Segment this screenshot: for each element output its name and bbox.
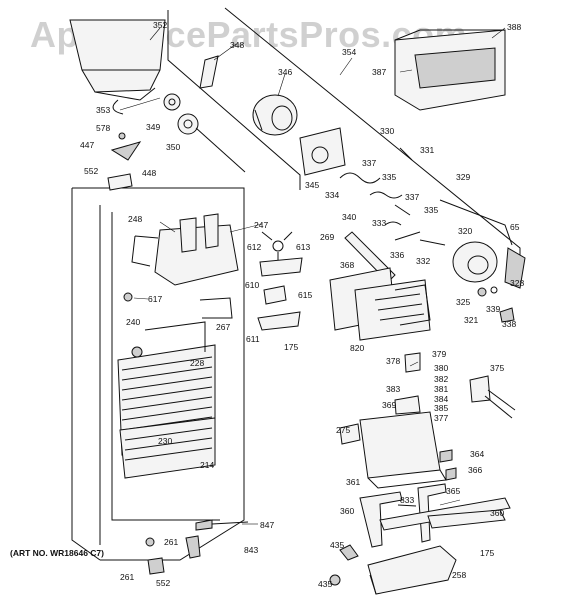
callout-368: 368 [340, 260, 354, 270]
callout-552-b: 552 [156, 578, 170, 588]
callout-378: 378 [386, 356, 400, 366]
callout-65: 65 [510, 222, 520, 232]
callout-366: 366 [468, 465, 482, 475]
callout-613: 613 [296, 242, 310, 252]
callout-385: 385 [434, 403, 448, 413]
callout-261-b: 261 [120, 572, 134, 582]
callout-552: 552 [84, 166, 98, 176]
callout-847: 847 [260, 520, 274, 530]
art-number: (ART NO. WR18646 C7) [10, 548, 104, 558]
callout-330: 330 [380, 126, 394, 136]
callout-339: 339 [486, 304, 500, 314]
callout-354: 354 [342, 47, 356, 57]
callout-228: 228 [190, 358, 204, 368]
small-gears [163, 55, 246, 173]
icemaker-assembly [329, 267, 431, 341]
callout-258: 258 [452, 570, 466, 580]
trim-strip [367, 545, 457, 595]
callout-335-b: 335 [424, 205, 438, 215]
callout-833: 833 [400, 495, 414, 505]
dispenser-housing [394, 29, 506, 111]
callout-387: 387 [372, 67, 386, 77]
lower-assembly [339, 352, 516, 489]
callout-336: 336 [390, 250, 404, 260]
callout-384: 384 [434, 394, 448, 404]
callout-353: 353 [96, 105, 110, 115]
fan-brackets [199, 231, 303, 331]
lever-assembly [339, 147, 513, 246]
callout-611: 611 [246, 334, 260, 344]
callout-352: 352 [153, 20, 167, 30]
evaporator [117, 321, 216, 479]
callout-448: 448 [142, 168, 156, 178]
callout-337-b: 337 [405, 192, 419, 202]
callout-381: 381 [434, 384, 448, 394]
callout-labels: 352 348 346 353 349 350 578 447 552 448 … [80, 20, 524, 589]
callout-269: 269 [320, 232, 334, 242]
callout-267: 267 [216, 322, 230, 332]
callout-333: 333 [372, 218, 386, 228]
callout-349: 349 [146, 122, 160, 132]
callout-435: 435 [330, 540, 344, 550]
callout-175: 175 [284, 342, 298, 352]
callout-328: 328 [510, 278, 524, 288]
callout-360-b: 360 [490, 508, 504, 518]
callout-240: 240 [126, 317, 140, 327]
callout-175-b: 175 [480, 548, 494, 558]
callout-578: 578 [96, 123, 110, 133]
auger-motor [252, 94, 298, 136]
callout-617: 617 [148, 294, 162, 304]
callout-447: 447 [80, 140, 94, 150]
callout-843: 843 [244, 545, 258, 555]
callout-612: 612 [247, 242, 261, 252]
callout-332: 332 [416, 256, 430, 266]
left-brackets [107, 132, 142, 191]
callout-331: 331 [420, 145, 434, 155]
callout-435-b: 435 [318, 579, 332, 589]
callout-375: 375 [490, 363, 504, 373]
callout-325: 325 [456, 297, 470, 307]
ice-bucket [69, 19, 166, 115]
mount-plate [299, 127, 346, 176]
callout-261: 261 [164, 537, 178, 547]
callout-350: 350 [166, 142, 180, 152]
callout-377: 377 [434, 413, 448, 423]
callout-320: 320 [458, 226, 472, 236]
callout-337: 337 [362, 158, 376, 168]
callout-338: 338 [502, 319, 516, 329]
callout-360: 360 [340, 506, 354, 516]
callout-820: 820 [350, 343, 364, 353]
callout-345: 345 [305, 180, 319, 190]
callout-214: 214 [200, 460, 214, 470]
callout-329: 329 [456, 172, 470, 182]
callout-247: 247 [254, 220, 268, 230]
callout-388: 388 [507, 22, 521, 32]
callout-348: 348 [230, 40, 244, 50]
leader-lines [119, 27, 506, 525]
callout-346: 346 [278, 67, 292, 77]
small-hardware [123, 292, 359, 586]
callout-321: 321 [464, 315, 478, 325]
callout-248: 248 [128, 214, 142, 224]
callout-382: 382 [434, 374, 448, 384]
ice-motor [452, 241, 526, 323]
rails [359, 483, 511, 548]
callout-610: 610 [245, 280, 259, 290]
callout-383: 383 [386, 384, 400, 394]
callout-365: 365 [446, 486, 460, 496]
callout-275: 275 [336, 425, 350, 435]
callout-335: 335 [382, 172, 396, 182]
callout-340: 340 [342, 212, 356, 222]
callout-230: 230 [158, 436, 172, 446]
callout-615: 615 [298, 290, 312, 300]
callout-380: 380 [434, 363, 448, 373]
callout-379: 379 [432, 349, 446, 359]
callout-361: 361 [346, 477, 360, 487]
callout-364: 364 [470, 449, 484, 459]
auger-housing [131, 213, 239, 286]
callout-369: 369 [382, 400, 396, 410]
callout-334: 334 [325, 190, 339, 200]
